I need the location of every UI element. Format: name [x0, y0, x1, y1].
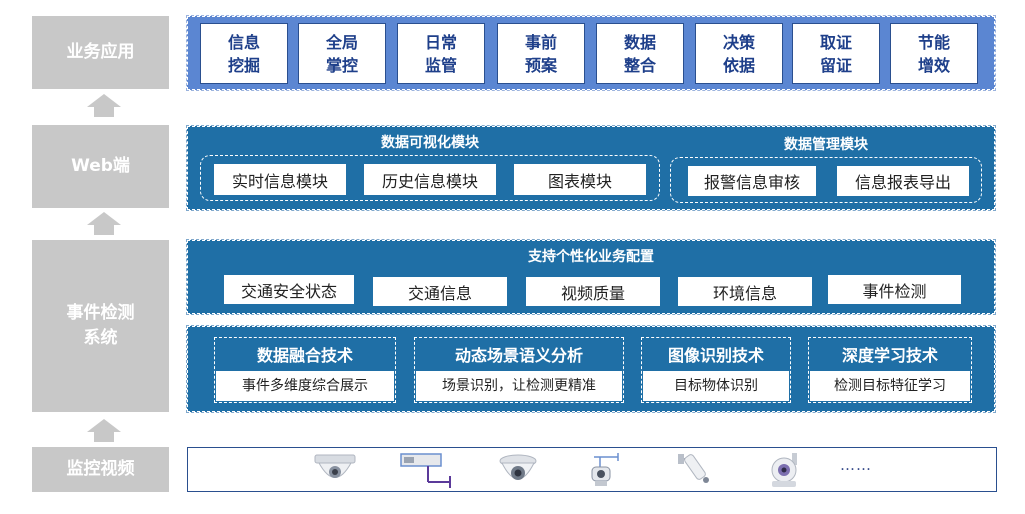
robot-camera-icon — [771, 453, 797, 487]
chart-module: 图表模块 — [514, 164, 646, 195]
business-item-5: 决策依据 — [695, 23, 783, 84]
business-item-line2: 依据 — [722, 55, 755, 75]
tech-deep-learning — [808, 337, 972, 403]
business-item-line2: 留证 — [819, 55, 852, 75]
tech-image-recognition-title: 图像识别技术 — [667, 346, 764, 365]
layer-business-text: 业务应用 — [66, 41, 135, 62]
tech-data-fusion-sub: 事件多维度综合展示 — [216, 371, 394, 401]
business-item-line1: 数据 — [623, 32, 656, 52]
business-item-1: 全局掌控 — [298, 23, 386, 84]
speed-dome-icon — [499, 454, 537, 480]
layer-business-label: 业务应用 — [32, 16, 169, 89]
tech-scene-analysis-sub: 场景识别，让检测更精准 — [416, 371, 622, 401]
box-camera-icon — [400, 453, 451, 488]
business-item-4: 数据整合 — [596, 23, 684, 84]
tech-data-fusion — [214, 337, 396, 403]
tech-image-recognition-sub: 目标物体识别 — [643, 371, 789, 401]
business-item-line2: 整合 — [623, 55, 656, 75]
alarm-review-module: 报警信息审核 — [688, 166, 816, 196]
ptz-camera-icon — [591, 453, 619, 486]
layer-web-label: Web端 — [32, 125, 169, 208]
layer-video-label: 监控视频 — [32, 447, 169, 492]
arrow-up-icon — [87, 419, 121, 442]
config-traffic-info: 交通信息 — [373, 277, 507, 306]
arrow-up-icon — [87, 212, 121, 235]
business-item-7: 节能增效 — [890, 23, 978, 84]
layer-web-text: Web端 — [71, 155, 130, 176]
config-title: 支持个性化业务配置 — [528, 249, 654, 265]
config-video-quality: 视频质量 — [526, 277, 660, 306]
business-item-line1: 日常 — [424, 32, 457, 52]
config-environment-info: 环境信息 — [678, 277, 812, 306]
tech-deep-learning-title: 深度学习技术 — [841, 346, 938, 365]
business-item-line1: 事前 — [524, 32, 557, 52]
business-item-0: 信息挖掘 — [200, 23, 288, 84]
arrow-up-icon — [87, 94, 121, 117]
history-info-module: 历史信息模块 — [364, 164, 496, 195]
more-cameras-ellipsis: …… — [840, 456, 872, 474]
business-item-3: 事前预案 — [497, 23, 585, 84]
business-item-line1: 全局 — [325, 32, 358, 52]
dome-camera-icon — [314, 454, 356, 478]
tech-scene-analysis-title: 动态场景语义分析 — [454, 346, 583, 365]
tech-data-fusion-title: 数据融合技术 — [256, 346, 353, 365]
manage-module-group — [670, 157, 982, 203]
layer-detection-label: 事件检测系统 — [32, 240, 169, 412]
business-item-2: 日常监管 — [397, 23, 485, 84]
business-item-line2: 挖掘 — [227, 55, 260, 75]
business-item-line2: 增效 — [917, 55, 950, 75]
business-item-line1: 节能 — [917, 32, 950, 52]
layer-detection-text: 事件检测系统 — [66, 302, 135, 349]
report-export-module: 信息报表导出 — [837, 166, 969, 196]
business-item-line2: 监管 — [424, 55, 457, 75]
business-item-line1: 取证 — [819, 32, 852, 52]
config-traffic-safety: 交通安全状态 — [224, 275, 354, 304]
business-item-line2: 预案 — [524, 55, 557, 75]
config-event-detection: 事件检测 — [828, 275, 961, 304]
tech-image-recognition — [641, 337, 791, 403]
manage-module-title: 数据管理模块 — [784, 137, 868, 153]
business-item-line1: 决策 — [722, 32, 755, 52]
business-item-line1: 信息 — [227, 32, 260, 52]
tech-scene-analysis — [414, 337, 624, 403]
tech-deep-learning-sub: 检测目标特征学习 — [810, 371, 970, 401]
visual-module-group — [200, 155, 660, 201]
business-item-line2: 掌控 — [325, 55, 358, 75]
visual-module-title: 数据可视化模块 — [381, 135, 479, 151]
business-item-6: 取证留证 — [792, 23, 880, 84]
layer-video-text: 监控视频 — [66, 458, 135, 479]
bullet-camera-icon — [678, 454, 709, 483]
realtime-info-module: 实时信息模块 — [214, 164, 346, 195]
